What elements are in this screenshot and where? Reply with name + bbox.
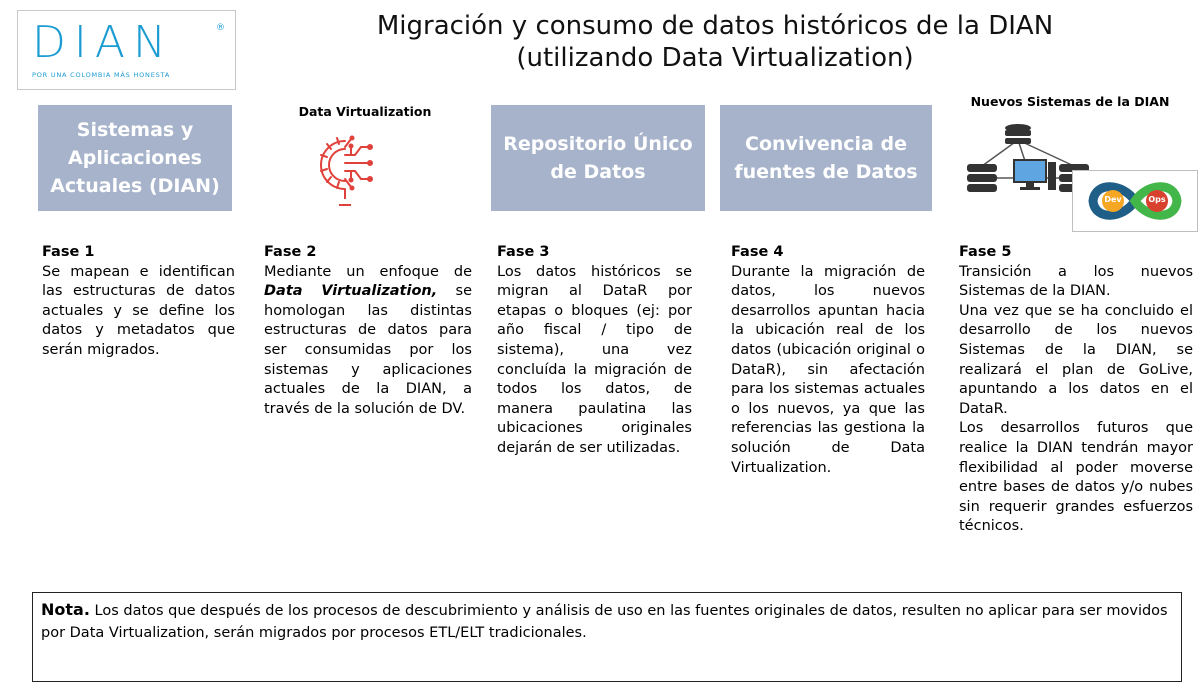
phase4-text: Durante la migración de datos, los nuevo… <box>731 263 925 476</box>
title-line-1: Migración y consumo de datos históricos … <box>376 11 1054 41</box>
phase4-box: Convivencia de fuentes de Datos <box>720 105 932 211</box>
phase5-text-1: Transición a los nuevos Sistemas de la D… <box>959 263 1193 300</box>
phase2-text-pre: Mediante un enfoque de <box>264 263 472 280</box>
phase3-text: Los datos históricos se migran al DataR … <box>497 263 692 456</box>
phase4-heading: Fase 4 <box>731 244 784 260</box>
phase2-text-post: se homologan las distintas estructuras d… <box>264 283 472 417</box>
phase3-box-label: Repositorio Único de Datos <box>503 133 693 183</box>
devops-icon: Dev Ops <box>1072 170 1198 232</box>
phase3-box: Repositorio Único de Datos <box>491 105 705 211</box>
page-title: Migración y consumo de datos históricos … <box>250 10 1180 74</box>
phase3-column: Fase 3 Los datos históricos se migran al… <box>497 243 692 459</box>
phase2-heading: Fase 2 <box>264 244 317 260</box>
phase3-heading: Fase 3 <box>497 244 550 260</box>
phase1-box-label: Sistemas y Aplicaciones Actuales (DIAN) <box>50 119 220 197</box>
logo-registered-mark: ® <box>216 23 225 33</box>
note-box: Nota. Los datos que después de los proce… <box>32 592 1182 682</box>
phase1-column: Fase 1 Se mapean e identifican las estru… <box>42 243 235 361</box>
phase1-box: Sistemas y Aplicaciones Actuales (DIAN) <box>38 105 232 211</box>
logo-wordmark: DIAN <box>32 17 174 68</box>
phase2-text: Mediante un enfoque de Data Virtualizati… <box>264 263 472 420</box>
phase2-column: Fase 2 Mediante un enfoque de Data Virtu… <box>264 243 472 419</box>
phase4-box-label: Convivencia de fuentes de Datos <box>734 133 918 183</box>
note-text: Los datos que después de los procesos de… <box>41 603 1168 641</box>
phase5-heading: Fase 5 <box>959 244 1012 260</box>
devops-dev-label: Dev <box>1104 195 1122 204</box>
title-line-2: (utilizando Data Virtualization) <box>516 43 914 73</box>
phase2-text-emphasis: Data Virtualization, <box>264 283 438 300</box>
logo-tagline: POR UNA COLOMBIA MÁS HONESTA <box>32 71 171 79</box>
phase5-text-2: Una vez que se ha concluido el desarroll… <box>959 302 1193 417</box>
phase1-heading: Fase 1 <box>42 244 95 260</box>
data-virtualization-icon <box>315 133 377 213</box>
data-virtualization-label: Data Virtualization <box>298 104 432 119</box>
phase4-column: Fase 4 Durante la migración de datos, lo… <box>731 243 925 478</box>
phase1-text: Se mapean e identifican las estructuras … <box>42 263 235 358</box>
note-label: Nota. <box>41 600 90 619</box>
devops-ops-label: Ops <box>1148 195 1166 204</box>
nuevos-sistemas-label: Nuevos Sistemas de la DIAN <box>970 94 1170 109</box>
phase5-text-3: Los desarrollos futuros que realice la D… <box>959 420 1193 535</box>
phase5-column: Fase 5 Transición a los nuevos Sistemas … <box>959 243 1193 537</box>
dian-logo: DIAN ® POR UNA COLOMBIA MÁS HONESTA <box>17 10 236 90</box>
